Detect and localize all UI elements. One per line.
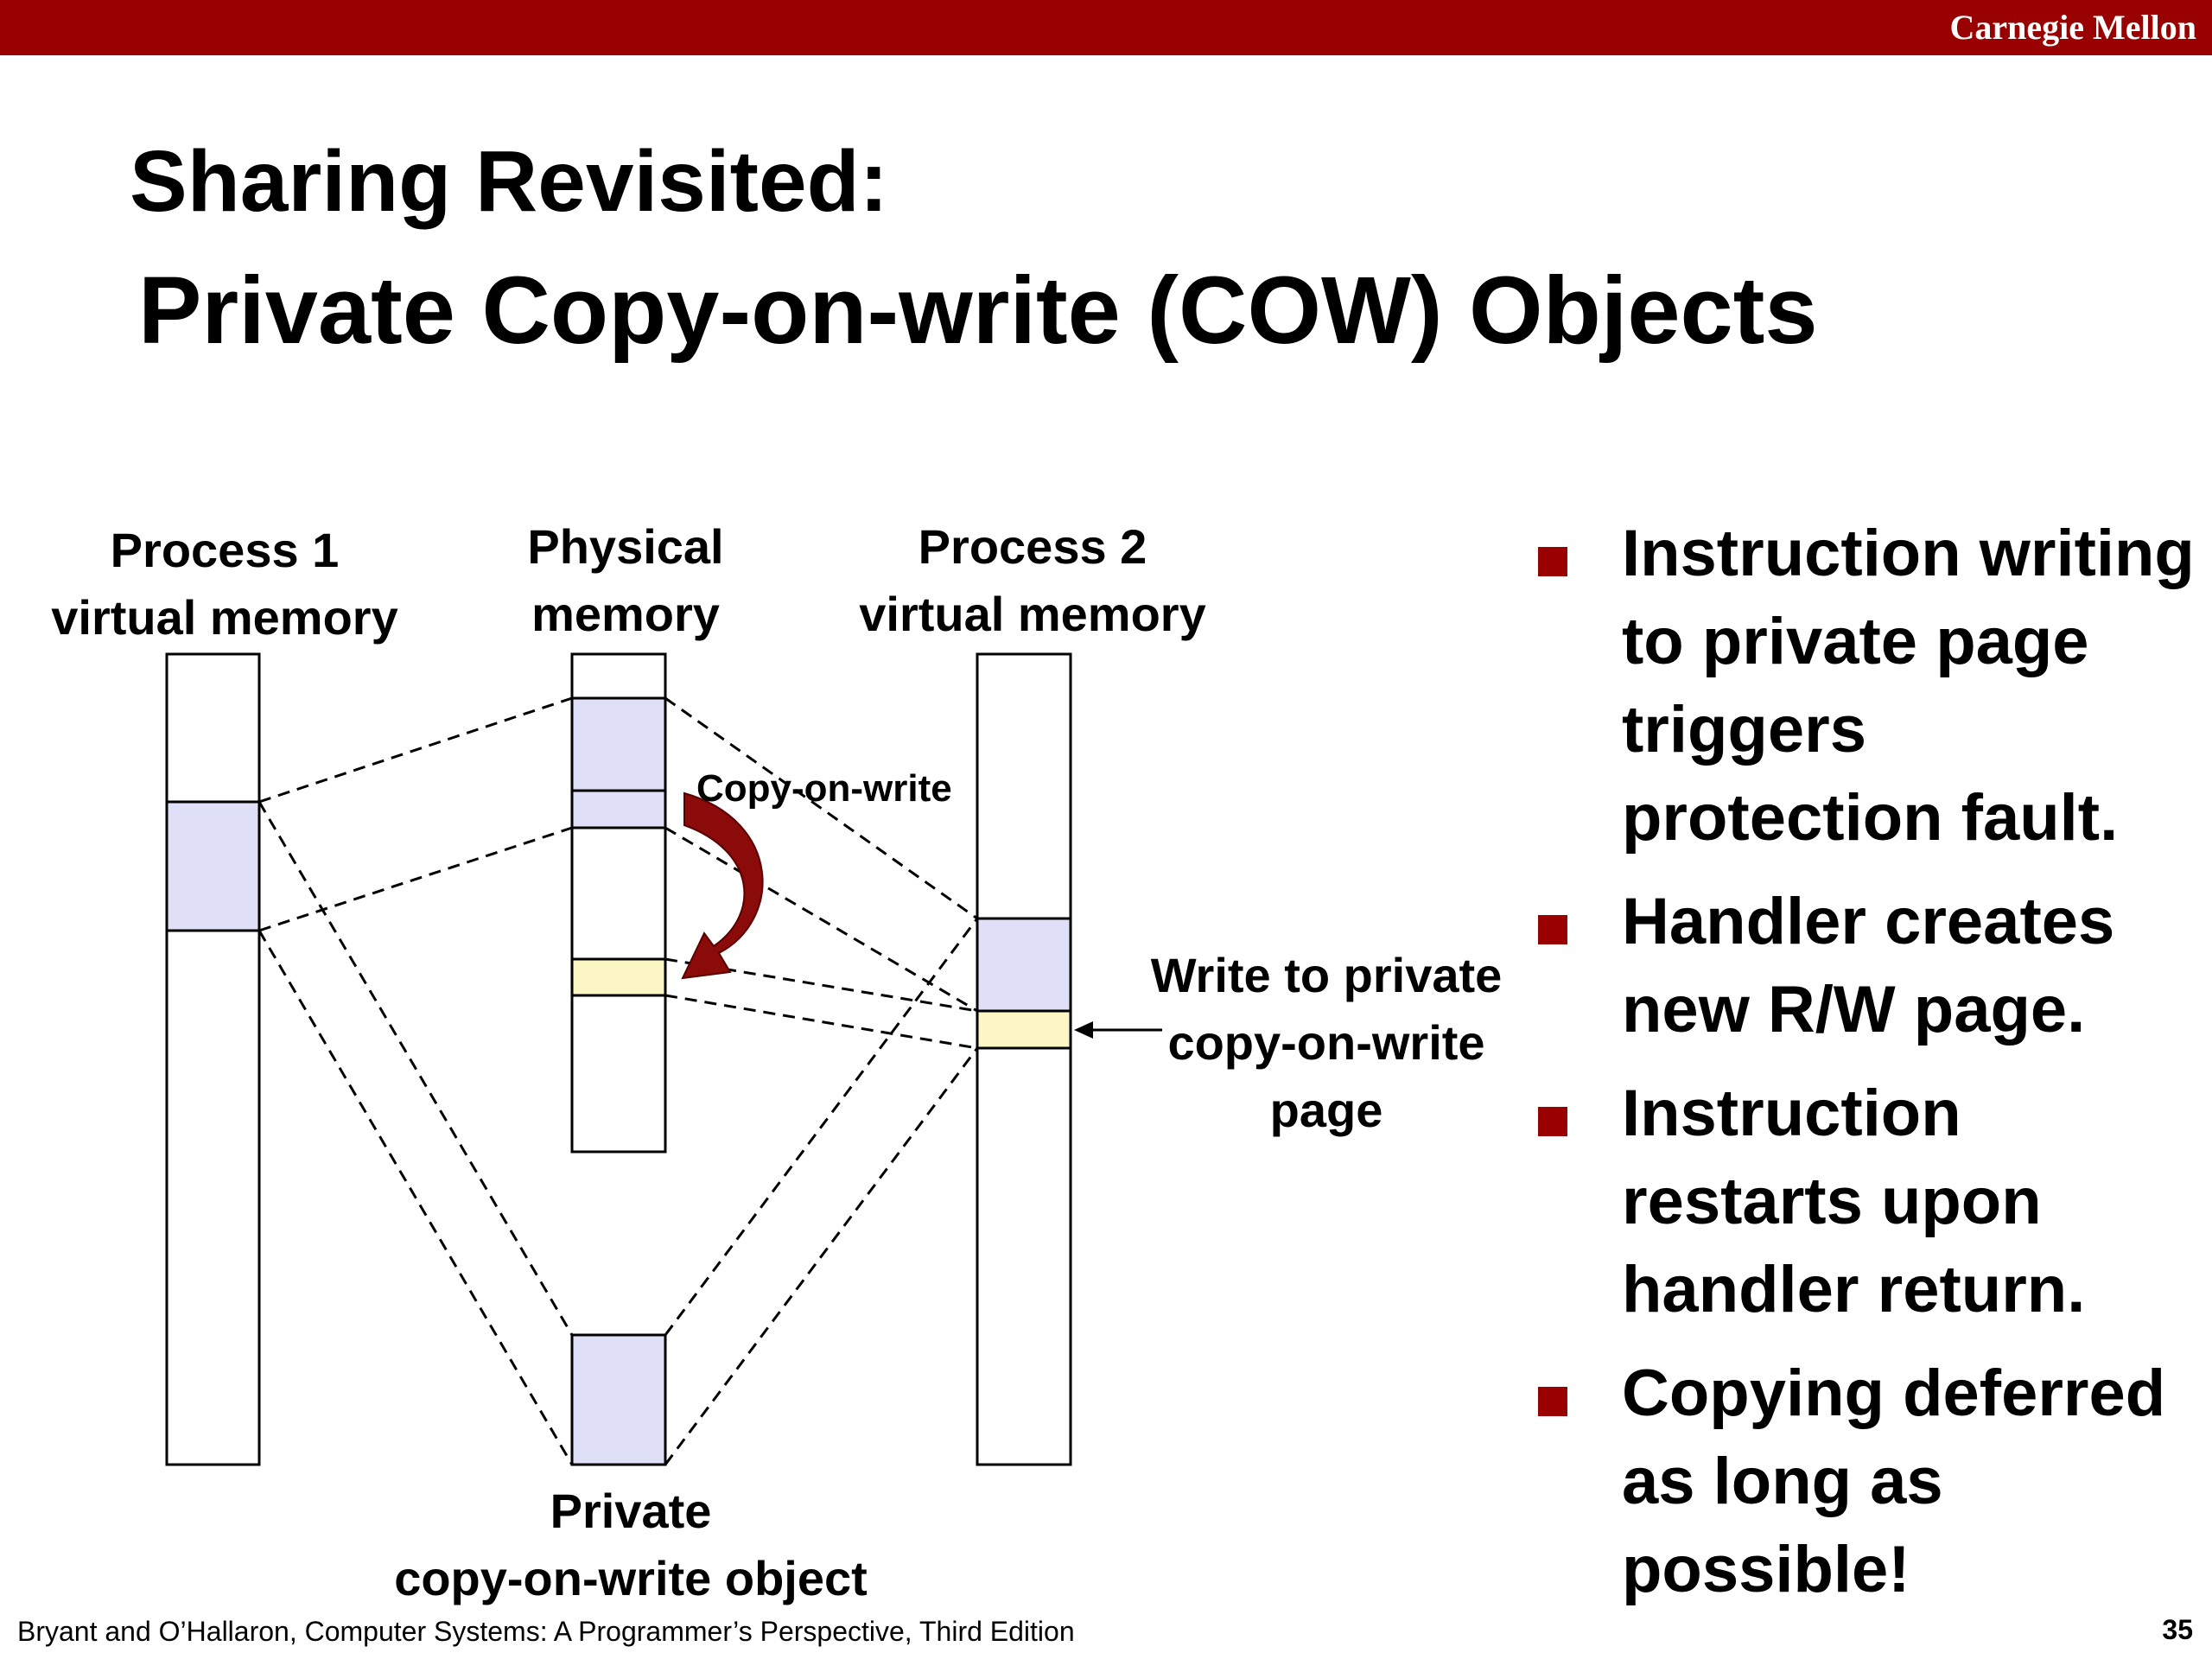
bullet-square-icon — [1538, 1107, 1567, 1136]
process2-memory-bar — [976, 652, 1072, 1466]
brand-name: Carnegie Mellon — [1949, 8, 2197, 47]
bullet-item: Handler creates new R/W page. — [1538, 878, 2203, 1054]
bullet-item: Instruction writing to private page trig… — [1538, 510, 2203, 862]
process1-label: Process 1 virtual memory — [35, 517, 415, 652]
write-label-line3: page — [1269, 1083, 1383, 1137]
bullet-square-icon — [1538, 915, 1567, 944]
mapping-line — [664, 826, 978, 1013]
header-bar: Carnegie Mellon — [0, 0, 2212, 55]
process2-label: Process 2 virtual memory — [842, 513, 1223, 648]
mapping-line — [664, 1047, 979, 1465]
process2-shared-region — [976, 917, 1072, 1013]
private-object-label: Private copy-on-write object — [372, 1478, 890, 1612]
bullet-item: Copying deferred as long as possible! — [1538, 1350, 2203, 1614]
process1-shared-region — [165, 800, 261, 932]
bullet-text: Copying deferred as long as possible! — [1622, 1357, 2166, 1606]
page-number: 35 — [2162, 1614, 2193, 1645]
slide-title: Sharing Revisited: — [130, 133, 888, 230]
bullet-list: Instruction writing to private page trig… — [1538, 510, 2203, 1630]
mapping-line — [258, 696, 573, 804]
footer-citation: Bryant and O’Hallaron, Computer Systems:… — [17, 1616, 1075, 1647]
slide-subtitle: Private Copy-on-write (COW) Objects — [138, 257, 1818, 364]
cow-label: Copy-on-write — [696, 767, 952, 810]
physical-label-line2: memory — [531, 587, 720, 641]
mapping-line — [258, 826, 573, 932]
physical-label-line1: Physical — [527, 519, 724, 574]
physical-memory-label: Physical memory — [467, 513, 785, 648]
copy-arrow-icon — [681, 791, 764, 980]
write-private-page-label: Write to private copy-on-write page — [1123, 942, 1529, 1144]
process2-label-line1: Process 2 — [918, 519, 1147, 574]
write-label-line2: copy-on-write — [1167, 1015, 1485, 1070]
mapping-line — [257, 930, 574, 1465]
physical-new-page — [570, 957, 667, 997]
object-label-line2: copy-on-write object — [394, 1551, 868, 1605]
bullet-square-icon — [1538, 1387, 1567, 1416]
bullet-square-icon — [1538, 547, 1567, 576]
mapping-line — [664, 957, 978, 1013]
bullet-item: Instruction restarts upon handler return… — [1538, 1070, 2203, 1334]
bullet-text: Handler creates new R/W page. — [1622, 885, 2115, 1046]
private-cow-object — [570, 1333, 667, 1466]
process1-label-line1: Process 1 — [110, 523, 340, 577]
mapping-line — [664, 696, 978, 920]
mapping-line — [257, 801, 574, 1336]
process1-label-line2: virtual memory — [51, 590, 398, 645]
object-label-line1: Private — [550, 1484, 712, 1538]
mapping-line — [664, 918, 979, 1336]
process2-label-line2: virtual memory — [859, 587, 1206, 641]
write-label-line1: Write to private — [1150, 948, 1503, 1002]
process1-memory-bar — [165, 652, 261, 1466]
physical-shared-page — [570, 696, 667, 830]
bullet-text: Instruction writing to private page trig… — [1622, 517, 2195, 855]
write-arrow-icon — [1074, 1021, 1093, 1039]
mapping-line — [664, 994, 978, 1050]
bullet-text: Instruction restarts upon handler return… — [1622, 1077, 2086, 1326]
process2-private-page — [976, 1009, 1072, 1050]
